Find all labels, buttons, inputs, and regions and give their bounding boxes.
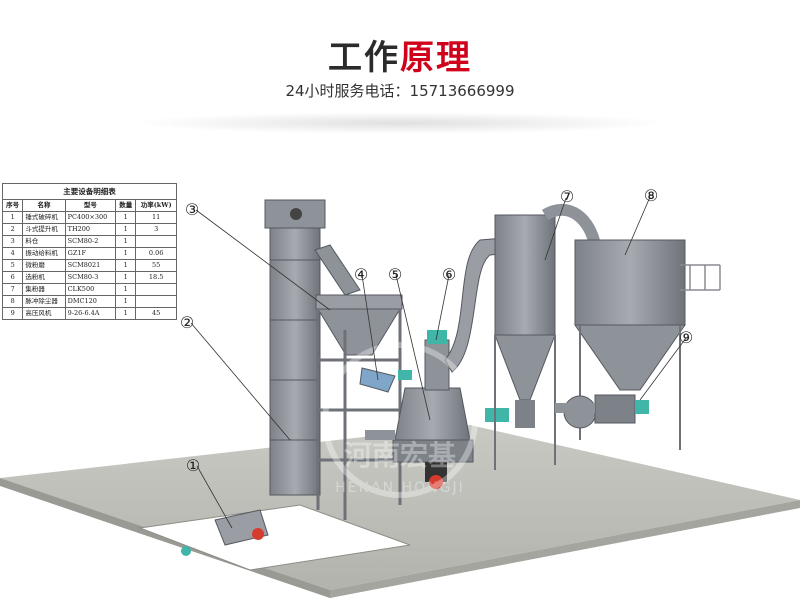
callout-lines <box>190 196 687 529</box>
hammer-crusher <box>181 509 269 556</box>
feed-hopper-frame <box>315 294 403 520</box>
callout-9: ⑨ <box>679 328 693 347</box>
divider-shadow <box>130 112 670 134</box>
high-pressure-fan <box>555 394 649 429</box>
callout-8: ⑧ <box>644 186 658 205</box>
concrete-floor <box>0 425 800 598</box>
equipment-diagram: 河南宏基 HENAN HONGJI ① ② ③ ④ ⑤ ⑥ ⑦ ⑧ ⑨ <box>0 186 800 598</box>
title-part-2: 原理 <box>400 38 472 78</box>
pulse-dust-collector <box>574 239 721 450</box>
vibrating-feeder <box>359 367 412 393</box>
title-part-1: 工作 <box>328 38 400 78</box>
service-phone: 24小时服务电话：15713666999 <box>285 82 515 100</box>
table-caption: 主要设备明细表 <box>2 183 177 199</box>
callout-6: ⑥ <box>442 265 456 284</box>
col-index: 序号 <box>1 199 24 212</box>
callout-1: ① <box>186 456 200 475</box>
col-power: 功率(kW) <box>135 199 177 212</box>
page-title: 工作原理 <box>0 30 800 79</box>
callout-markers: ① ② ③ ④ ⑤ ⑥ ⑦ ⑧ ⑨ <box>180 186 693 475</box>
watermark-cn: 河南宏基 <box>344 439 456 472</box>
watermark-en: HENAN HONGJI <box>335 480 464 496</box>
callout-4: ④ <box>354 265 368 284</box>
callout-5: ⑤ <box>388 265 402 284</box>
powder-classifier <box>424 234 541 391</box>
cyclone-collector <box>485 203 601 470</box>
watermark: 河南宏基 HENAN HONGJI <box>322 342 478 498</box>
callout-7: ⑦ <box>560 187 574 206</box>
col-name: 名称 <box>22 199 66 212</box>
callout-2: ② <box>180 313 194 332</box>
col-qty: 数量 <box>115 199 137 212</box>
table-header-row: 序号 名称 型号 数量 功率(kW) <box>1 199 177 212</box>
callout-3: ③ <box>185 200 199 219</box>
col-model: 型号 <box>64 199 117 212</box>
bucket-elevator <box>264 199 361 496</box>
